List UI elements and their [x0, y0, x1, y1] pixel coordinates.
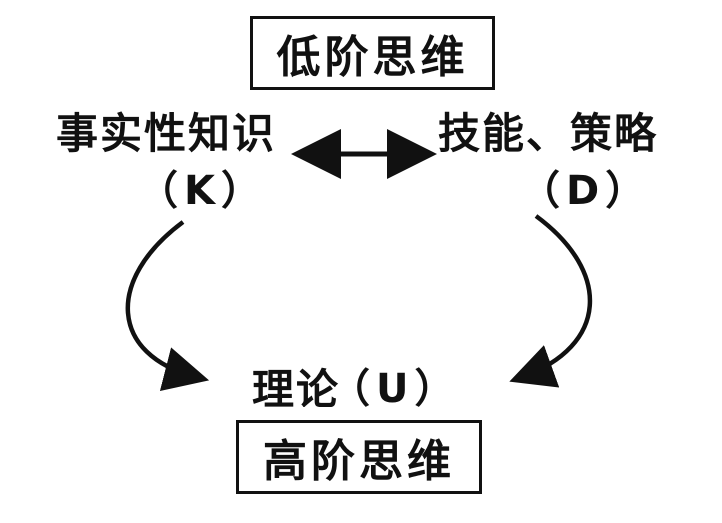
factual-knowledge-label: 事实性知识	[56, 109, 277, 158]
theory-code: （U）	[330, 366, 461, 412]
theory-label: 理论	[252, 365, 341, 414]
right-curved-arrow	[509, 214, 593, 388]
high-order-thinking-box: 高阶思维	[236, 420, 482, 494]
low-order-thinking-label: 低阶思维	[276, 32, 469, 83]
factual-knowledge-code: （K）	[138, 168, 267, 214]
skills-strategies-label: 技能、策略	[438, 109, 659, 158]
left-curved-arrow	[125, 220, 210, 391]
high-order-thinking-label: 高阶思维	[263, 436, 455, 487]
skills-strategies-code: （D）	[520, 168, 652, 214]
low-order-thinking-box: 低阶思维	[250, 16, 495, 90]
